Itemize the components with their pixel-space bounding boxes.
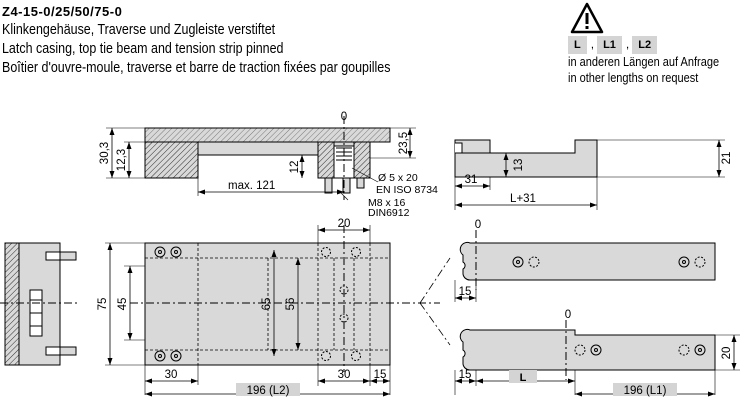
dim-30-left: 30 xyxy=(165,369,178,381)
dim-15-strip-short: 15 xyxy=(459,286,472,298)
dim-45: 45 xyxy=(117,298,129,311)
dim-15-right: 15 xyxy=(374,369,387,381)
tag-l1: L1 xyxy=(597,36,622,54)
pin-standard: EN ISO 8734 xyxy=(376,184,438,196)
title-block: Z4-15-0/25/50/75-0 Klinkengehäuse, Trave… xyxy=(2,2,454,78)
dim-196-l2: 196 (L2) xyxy=(247,385,290,397)
tension-strip-side-view xyxy=(454,139,598,178)
title-english: Latch casing, top tie beam and tension s… xyxy=(2,41,284,57)
warning-triangle-icon xyxy=(570,2,604,34)
dim-75: 75 xyxy=(97,298,109,311)
dim-0-top: 0 xyxy=(341,111,347,123)
dim-30-3: 30,3 xyxy=(99,142,111,164)
dim-20-strip-long: 20 xyxy=(721,347,733,360)
dim-13: 13 xyxy=(513,159,525,172)
plan-view xyxy=(130,225,440,372)
length-notice: L,L1,L2 in anderen Längen auf Anfrage in… xyxy=(568,2,740,86)
dim-12: 12 xyxy=(289,161,301,174)
dim-20-top: 20 xyxy=(338,218,351,230)
product-code: Z4-15-0/25/50/75-0 xyxy=(2,4,123,19)
tension-strip-short xyxy=(459,230,716,290)
screw-spec: M8 x 16 xyxy=(368,197,406,209)
dim-l-tag: L xyxy=(520,372,527,384)
screw-standard: DIN6912 xyxy=(368,207,410,219)
tension-strip-long xyxy=(459,320,716,380)
side-section-view xyxy=(144,116,391,200)
title-french: Boîtier d'ouvre-moule, traverse et barre… xyxy=(2,60,391,76)
dim-30-right: 30 xyxy=(338,369,351,381)
dim-15-strip-long: 15 xyxy=(459,369,472,381)
dim-0-strip-long: 0 xyxy=(565,309,571,321)
end-view xyxy=(0,242,80,366)
pin-spec: Ø 5 x 20 xyxy=(378,172,418,184)
dim-l-plus-31: L+31 xyxy=(510,193,536,205)
title-german: Klinkengehäuse, Traverse und Zugleiste v… xyxy=(2,22,276,38)
dim-56: 56 xyxy=(285,298,297,311)
dim-0-strip-short: 0 xyxy=(475,219,481,231)
dim-max-121: max. 121 xyxy=(228,180,275,192)
tag-l2: L2 xyxy=(632,36,658,54)
tag-l: L xyxy=(568,36,587,54)
dim-23-5: 23,5 xyxy=(398,132,410,154)
dim-31: 31 xyxy=(465,174,478,186)
dim-12-3: 12,3 xyxy=(116,149,128,171)
notice-english: in other lengths on request xyxy=(568,71,699,85)
dim-196-l1: 196 (L1) xyxy=(624,385,667,397)
dim-65: 65 xyxy=(261,298,273,311)
length-tags: L,L1,L2 xyxy=(568,36,740,54)
dim-21: 21 xyxy=(721,152,733,165)
notice-german: in anderen Längen auf Anfrage xyxy=(568,55,720,69)
